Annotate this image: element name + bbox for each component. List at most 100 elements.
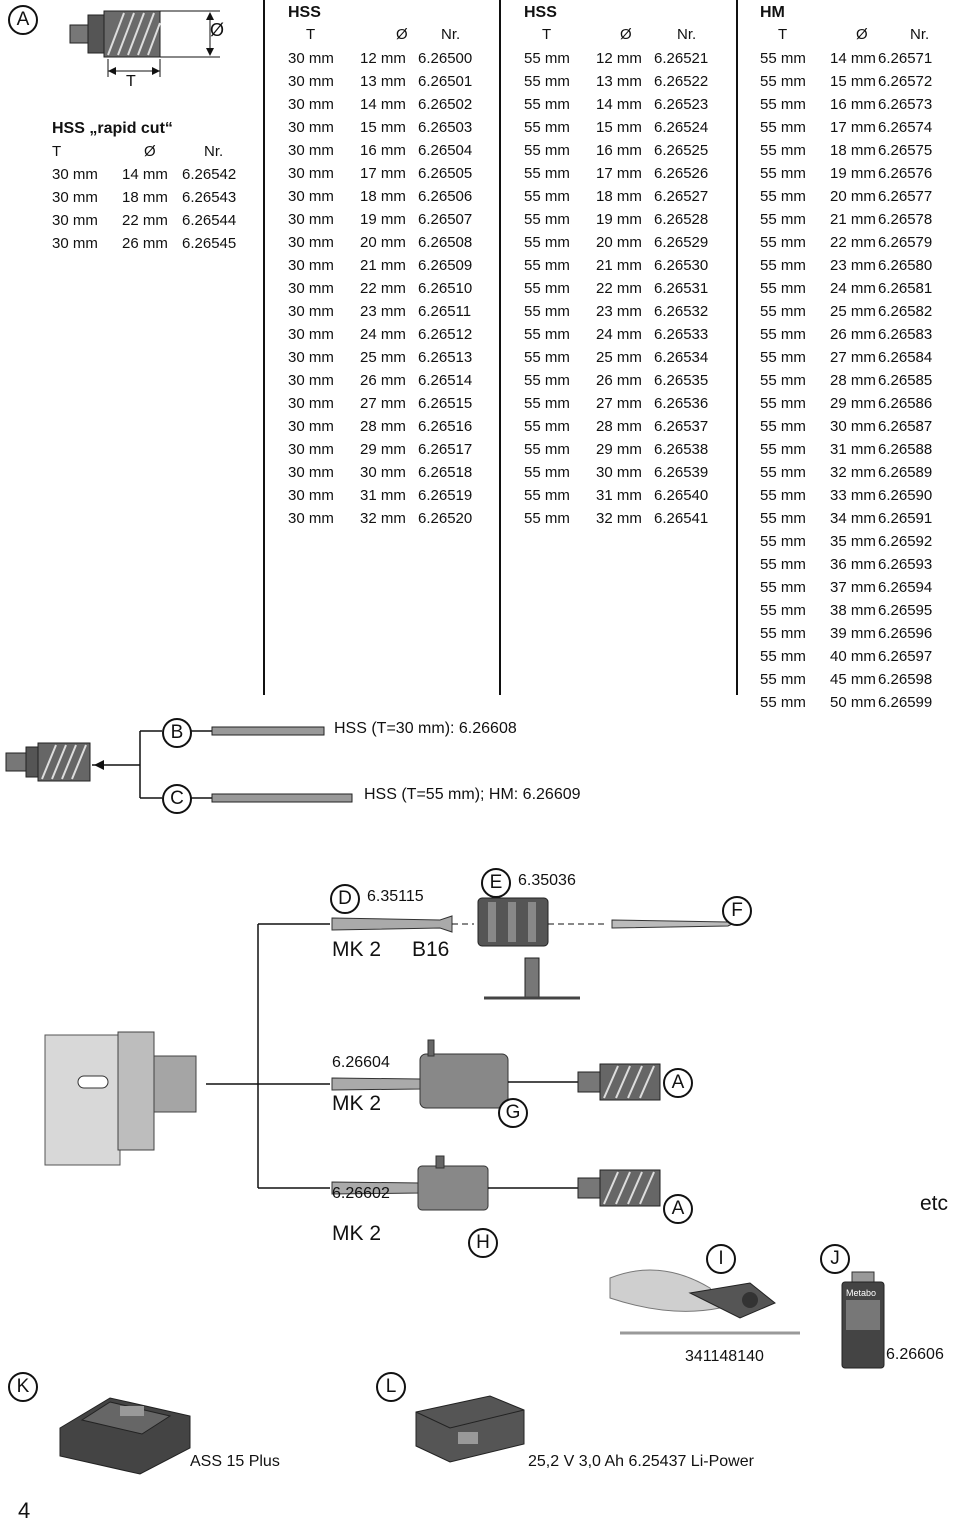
table-cell: 16 mm [596,142,642,159]
table-cell: 26 mm [596,372,642,389]
ejector-pin-b-text: HSS (T=30 mm): 6.26608 [334,720,517,737]
table-cell: 6.26575 [878,142,933,159]
ejector-pin-c-text: HSS (T=55 mm); HM: 6.26609 [364,786,581,803]
table-cell: 6.26532 [654,303,709,320]
table-cell: 15 mm [830,73,876,90]
hm-header-0: T [778,26,788,43]
core-cutter-dimension-drawing [69,10,220,77]
hss55-header-2: Nr. [677,26,697,43]
table-cell: 30 mm [288,96,334,113]
spray-can-brand: Metabo [846,1288,877,1298]
table-cell: 20 mm [596,234,642,251]
table-cell: 55 mm [524,395,570,412]
table-cell: 55 mm [760,96,806,113]
table-cell: 18 mm [360,188,406,205]
rapid-cut-title: HSS „rapid cut“ [52,120,173,137]
table-cell: 18 mm [122,189,168,206]
table-cell: 6.26502 [418,96,473,113]
table-cell: 55 mm [524,372,570,389]
table-cell: 55 mm [524,418,570,435]
table-cell: 55 mm [524,441,570,458]
table-cell: 6.26522 [654,73,709,90]
charger-name: ASS 15 Plus [190,1453,280,1470]
table-cell: 6.26508 [418,234,473,251]
table-cell: 6.26519 [418,487,473,504]
adapter-h-number: 6.26602 [332,1185,390,1202]
table-cell: 17 mm [830,119,876,136]
table-cell: 32 mm [830,464,876,481]
table-cell: 45 mm [830,671,876,688]
table-cell: 55 mm [760,694,806,711]
table-cell: 6.26586 [878,395,933,412]
table-cell: 55 mm [524,211,570,228]
table-cell: 6.26533 [654,326,709,343]
table-cell: 24 mm [596,326,642,343]
hss55-header-0: T [542,26,552,43]
adapter-h-mk: MK 2 [332,1222,382,1245]
table-cell: 24 mm [830,280,876,297]
table-cell: 6.26591 [878,510,933,527]
table-cell: 30 mm [52,212,98,229]
label-circle-g: G [498,1098,528,1128]
table-cell: 35 mm [830,533,876,550]
spray-can-image [841,1271,885,1369]
table-cell: 30 mm [830,418,876,435]
table-cell: 6.26501 [418,73,473,90]
table-cell: 30 mm [288,464,334,481]
table-cell: 6.26597 [878,648,933,665]
table-cell: 25 mm [830,303,876,320]
table-cell: 19 mm [360,211,406,228]
table-cell: 6.26500 [418,50,473,67]
table-cell: 32 mm [596,510,642,527]
table-cell: 55 mm [760,625,806,642]
table-cell: 6.26577 [878,188,933,205]
table-cell: 14 mm [122,166,168,183]
table-cell: 28 mm [830,372,876,389]
table-cell: 30 mm [288,418,334,435]
table-cell: 6.26506 [418,188,473,205]
table-cell: 23 mm [596,303,642,320]
table-cell: 6.26536 [654,395,709,412]
table-cell: 55 mm [760,119,806,136]
table-cell: 29 mm [596,441,642,458]
table-cell: 16 mm [830,96,876,113]
table-cell: 55 mm [524,257,570,274]
table-cell: 55 mm [760,326,806,343]
table-cell: 30 mm [360,464,406,481]
table-cell: 6.26587 [878,418,933,435]
table-cell: 22 mm [830,234,876,251]
table-cell: 55 mm [760,372,806,389]
table-cell: 23 mm [360,303,406,320]
table-cell: 19 mm [596,211,642,228]
table-cell: 55 mm [760,464,806,481]
table-cell: 31 mm [360,487,406,504]
table-cell: 55 mm [524,96,570,113]
table-cell: 55 mm [524,464,570,481]
table-cell: 6.26572 [878,73,933,90]
label-circle-c: C [162,784,192,814]
